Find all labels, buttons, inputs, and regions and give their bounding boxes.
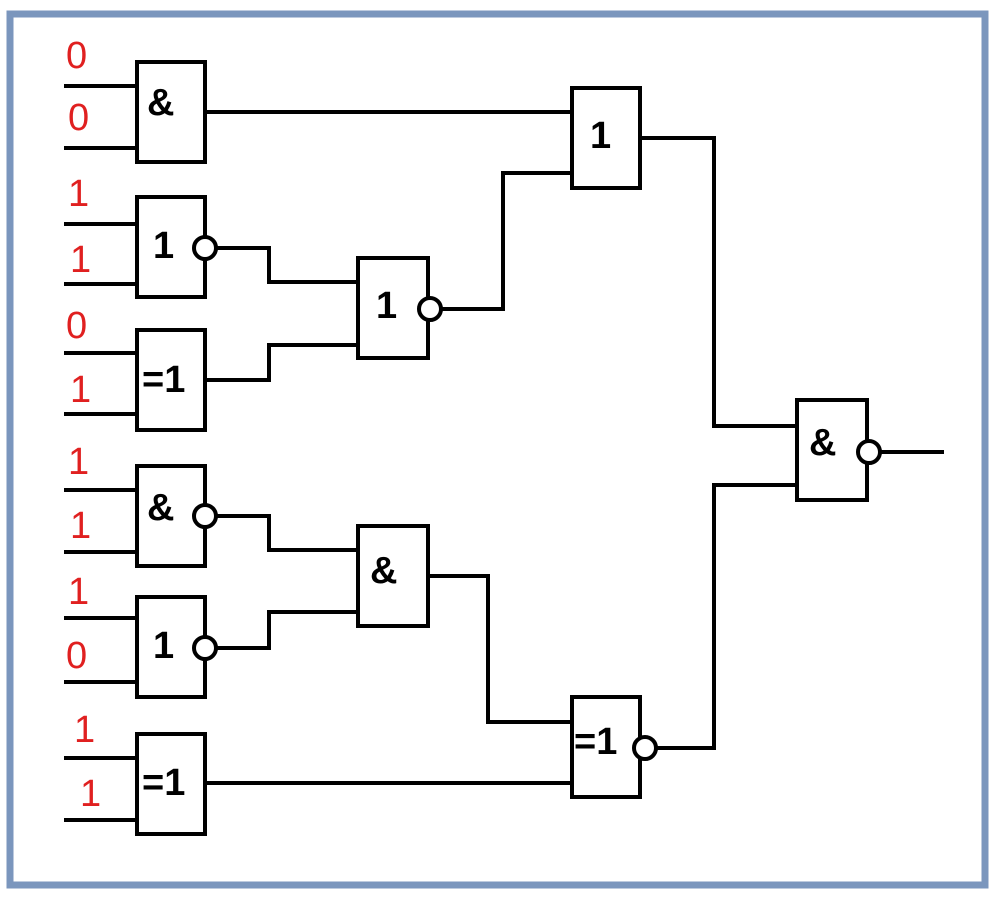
inverter-bubble: [417, 296, 443, 322]
gate-label: &: [809, 422, 836, 464]
input-label: 1: [70, 239, 91, 281]
internal-wires: [203, 110, 944, 785]
gate-label: 1: [376, 285, 397, 327]
gate-or-7: 1: [570, 86, 642, 190]
gate-or-5: 1: [356, 256, 443, 360]
gate-label: =1: [142, 359, 185, 401]
gate-label: 1: [590, 115, 611, 157]
gate-and-11: &: [795, 398, 882, 502]
gate-xor-3: =1: [135, 328, 207, 432]
input-label: 1: [80, 773, 101, 815]
inverter-bubble: [192, 635, 218, 661]
gate-xor-10: =1: [570, 695, 658, 799]
input-label: 0: [68, 97, 89, 139]
input-label: 1: [70, 369, 91, 411]
gate-xor-6: =1: [135, 732, 207, 836]
input-label: 1: [68, 173, 89, 215]
input-label: 0: [66, 35, 87, 77]
gate-and-1: &: [135, 60, 207, 164]
input-label: 0: [66, 305, 87, 347]
gate-or-9: 1: [135, 595, 218, 699]
gate-label: 1: [153, 625, 174, 667]
gate-or-2: 1: [135, 195, 218, 299]
gate-and-4: &: [135, 464, 218, 568]
gate-and-8: &: [356, 524, 430, 628]
gate-label: =1: [574, 721, 617, 763]
gate-label: =1: [142, 762, 185, 804]
gate-label: &: [147, 82, 174, 124]
input-labels: 0 0 1 1 0 1 1 1 1 0 1 1: [66, 35, 101, 815]
gate-label: &: [370, 550, 397, 592]
input-label: 1: [70, 505, 91, 547]
input-label: 1: [74, 709, 95, 751]
input-wires: [64, 84, 139, 822]
gate-label: 1: [153, 225, 174, 267]
gate-label: &: [147, 487, 174, 529]
inverter-bubble: [632, 735, 658, 761]
inverter-bubble: [856, 439, 882, 465]
inverter-bubble: [192, 503, 218, 529]
input-label: 0: [66, 635, 87, 677]
inverter-bubble: [192, 235, 218, 261]
input-label: 1: [68, 571, 89, 613]
input-label: 1: [68, 441, 89, 483]
